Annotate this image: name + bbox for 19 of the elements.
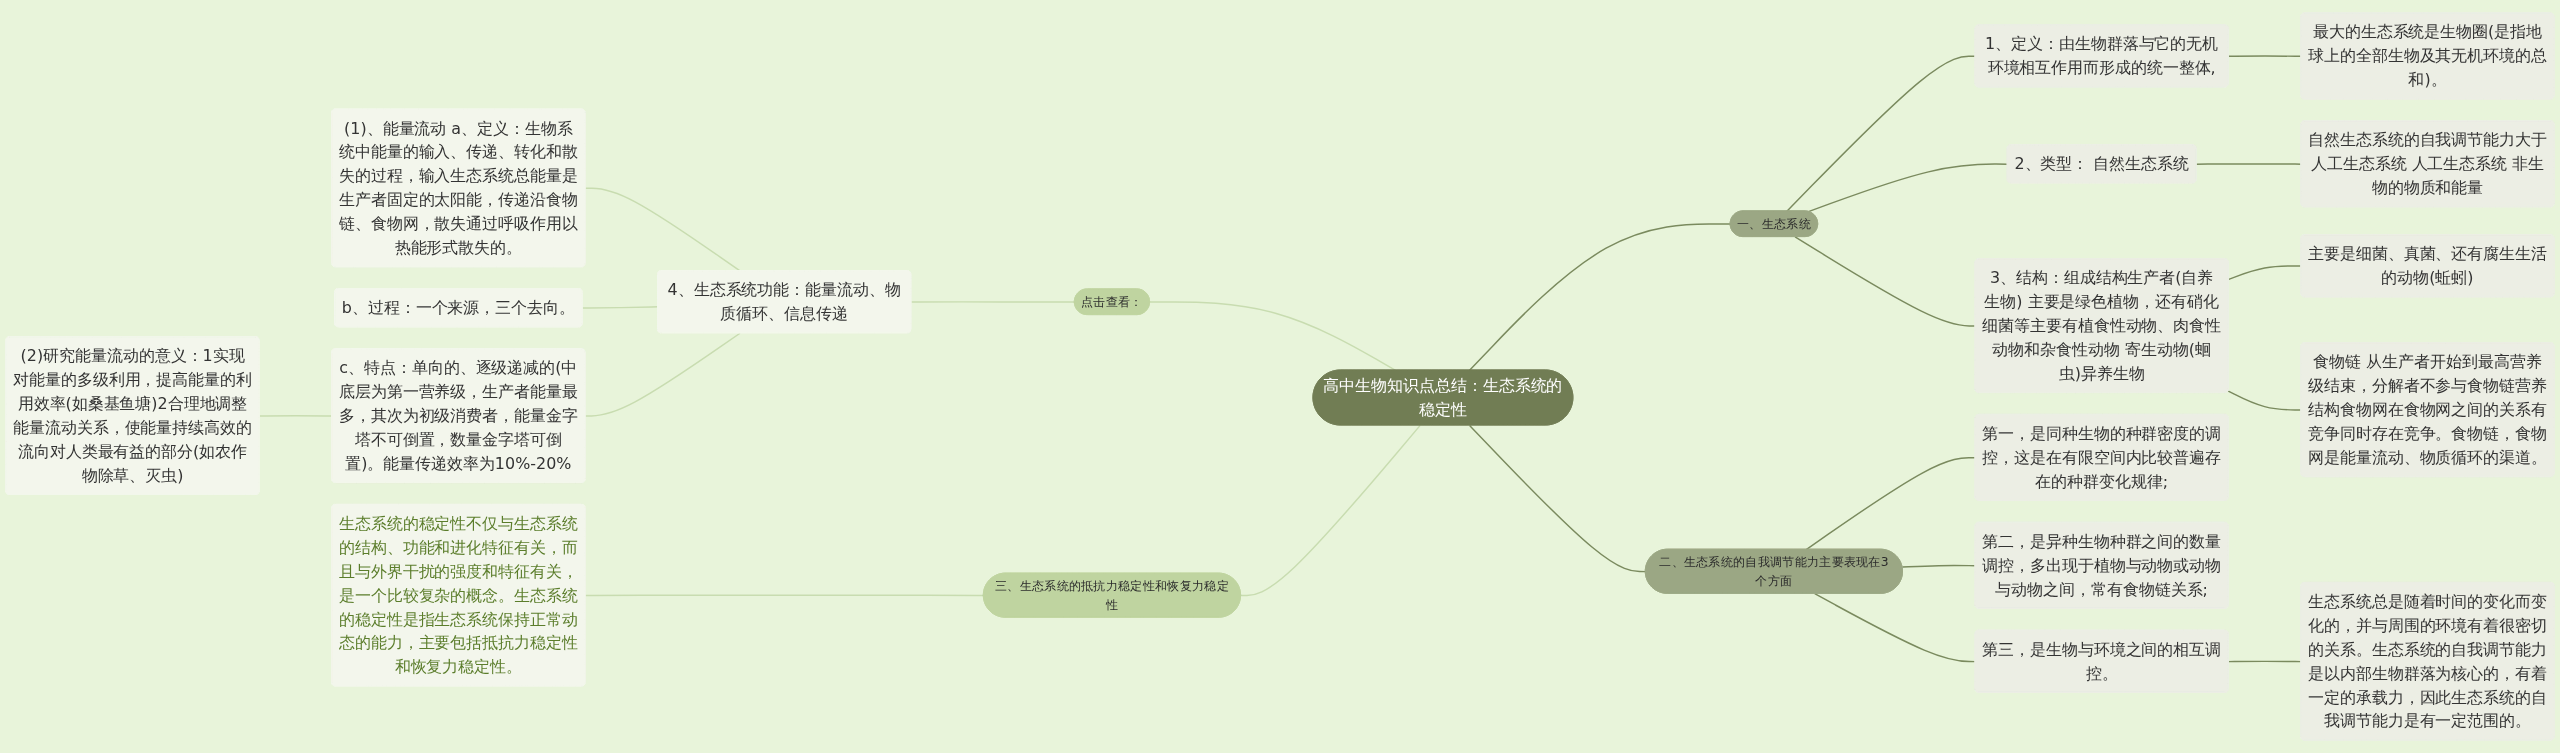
connector (1786, 55, 1976, 212)
connector (581, 306, 659, 309)
connector (584, 332, 741, 417)
connector (2195, 163, 2302, 165)
connector (1901, 564, 1976, 568)
connector (258, 415, 333, 417)
connector (584, 187, 741, 272)
connector (2228, 55, 2302, 57)
connector (2227, 390, 2302, 411)
connector (1468, 424, 1647, 573)
connector (1807, 163, 2009, 213)
connector (1814, 593, 1976, 663)
connector (584, 594, 985, 597)
connector (1240, 424, 1421, 597)
connector (1794, 236, 1976, 327)
connector (1805, 457, 1976, 551)
connector (2228, 265, 2302, 281)
connector (2228, 660, 2302, 663)
connector (910, 301, 1076, 303)
